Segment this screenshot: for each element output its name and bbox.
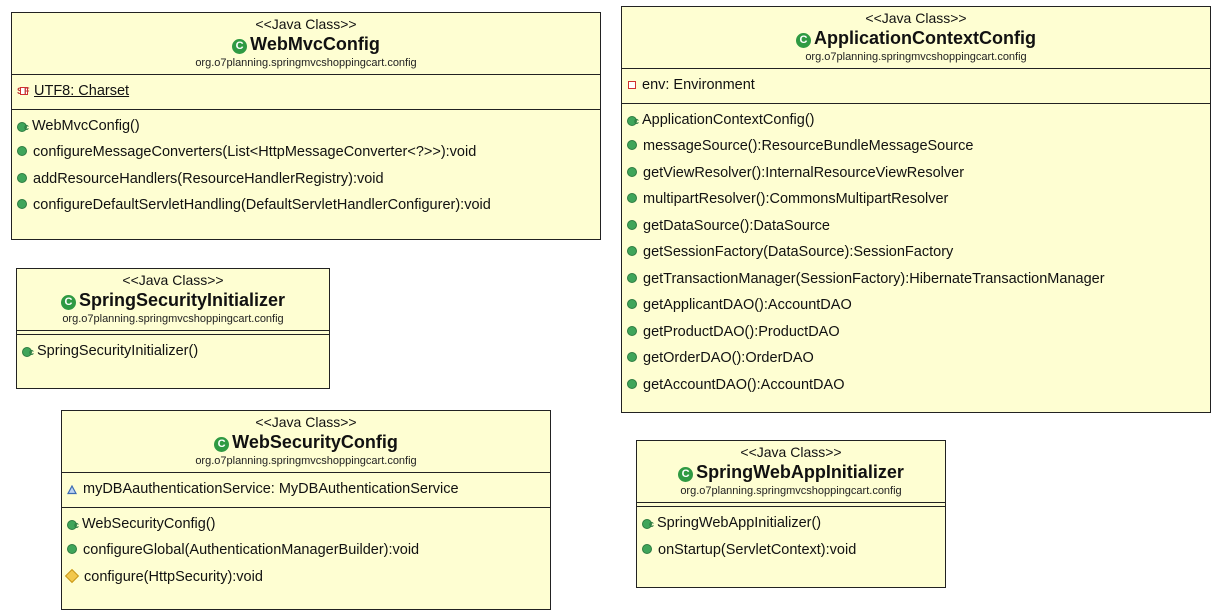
constructor-icon	[627, 108, 639, 134]
public-method-icon	[627, 140, 637, 150]
method-row[interactable]: addResourceHandlers(ResourceHandlerRegis…	[12, 166, 600, 193]
method-row[interactable]: getAccountDAO():AccountDAO	[622, 372, 1210, 399]
methods-section: ApplicationContextConfig() messageSource…	[622, 102, 1210, 403]
package-label: org.o7planning.springmvcshoppingcart.con…	[195, 57, 417, 69]
method-row[interactable]: getApplicantDAO():AccountDAO	[622, 292, 1210, 319]
fields-section: env: Environment	[622, 68, 1210, 103]
public-method-icon	[627, 299, 637, 309]
package-label: org.o7planning.springmvcshoppingcart.con…	[680, 485, 902, 497]
static-final-field-icon	[17, 78, 31, 105]
method-row[interactable]: getOrderDAO():OrderDAO	[622, 345, 1210, 372]
field-row[interactable]: UTF8: Charset	[12, 78, 600, 105]
public-method-icon	[627, 166, 637, 177]
public-method-icon	[17, 199, 27, 209]
methods-section: SpringWebAppInitializer() onStartup(Serv…	[637, 506, 945, 567]
method-row[interactable]: configureMessageConverters(List<HttpMess…	[12, 139, 600, 166]
constructor-icon	[22, 339, 34, 366]
public-method-icon	[627, 193, 637, 203]
stereotype-label: <<Java Class>>	[865, 10, 967, 26]
class-icon: C	[232, 39, 248, 54]
method-row[interactable]: messageSource():ResourceBundleMessageSou…	[622, 133, 1210, 160]
public-method-icon	[17, 172, 27, 183]
class-icon: C	[214, 437, 230, 452]
method-row[interactable]: SpringSecurityInitializer()	[17, 338, 329, 366]
method-row[interactable]: SpringWebAppInitializer()	[637, 510, 945, 538]
method-row[interactable]: configureGlobal(AuthenticationManagerBui…	[62, 537, 550, 564]
constructor-icon	[17, 114, 29, 140]
class-icon: C	[60, 295, 76, 310]
public-method-icon	[627, 246, 637, 256]
package-label: org.o7planning.springmvcshoppingcart.con…	[62, 313, 284, 325]
private-field-icon	[628, 81, 636, 89]
method-row[interactable]: getDataSource():DataSource	[622, 213, 1210, 240]
public-method-icon	[627, 378, 637, 389]
method-row[interactable]: getProductDAO():ProductDAO	[622, 319, 1210, 346]
field-row[interactable]: env: Environment	[622, 72, 1210, 99]
class-icon: C	[796, 33, 811, 48]
public-method-icon	[627, 272, 637, 283]
protected-method-icon	[64, 568, 80, 583]
method-row[interactable]: multipartResolver():CommonsMultipartReso…	[622, 186, 1210, 213]
stereotype-label: <<Java Class>>	[122, 272, 224, 288]
package-label: org.o7planning.springmvcshoppingcart.con…	[805, 51, 1027, 63]
method-row[interactable]: getViewResolver():InternalResourceViewRe…	[622, 160, 1210, 187]
methods-section: WebSecurityConfig() configureGlobal(Auth…	[62, 506, 550, 595]
method-row[interactable]: getTransactionManager(SessionFactory):Hi…	[622, 266, 1210, 293]
method-row[interactable]: configureDefaultServletHandling(DefaultS…	[12, 192, 600, 219]
package-label: org.o7planning.springmvcshoppingcart.con…	[195, 455, 417, 467]
method-row[interactable]: configure(HttpSecurity):void	[62, 564, 550, 591]
stereotype-label: <<Java Class>>	[255, 16, 357, 32]
public-method-icon	[627, 352, 637, 362]
public-method-icon	[627, 219, 637, 230]
class-icon: C	[678, 467, 694, 482]
fields-section: myDBAauthenticationService: MyDBAuthenti…	[62, 472, 550, 507]
fields-section: UTF8: Charset	[12, 74, 600, 109]
fields-section	[17, 330, 329, 334]
methods-section: WebMvcConfig() configureMessageConverter…	[12, 108, 600, 223]
public-method-icon	[642, 543, 652, 554]
public-method-icon	[17, 146, 27, 156]
method-row[interactable]: WebMvcConfig()	[12, 113, 600, 140]
public-method-icon	[627, 325, 637, 336]
public-method-icon	[67, 544, 77, 554]
field-row[interactable]: myDBAauthenticationService: MyDBAuthenti…	[62, 476, 550, 503]
method-row[interactable]: onStartup(ServletContext):void	[637, 537, 945, 564]
stereotype-label: <<Java Class>>	[740, 444, 842, 460]
fields-section	[637, 502, 945, 506]
stereotype-label: <<Java Class>>	[255, 414, 357, 430]
method-row[interactable]: ApplicationContextConfig()	[622, 107, 1210, 134]
methods-section: SpringSecurityInitializer()	[17, 334, 329, 369]
method-row[interactable]: getSessionFactory(DataSource):SessionFac…	[622, 239, 1210, 266]
constructor-icon	[67, 512, 79, 538]
constructor-icon	[642, 511, 654, 538]
method-row[interactable]: WebSecurityConfig()	[62, 511, 550, 538]
